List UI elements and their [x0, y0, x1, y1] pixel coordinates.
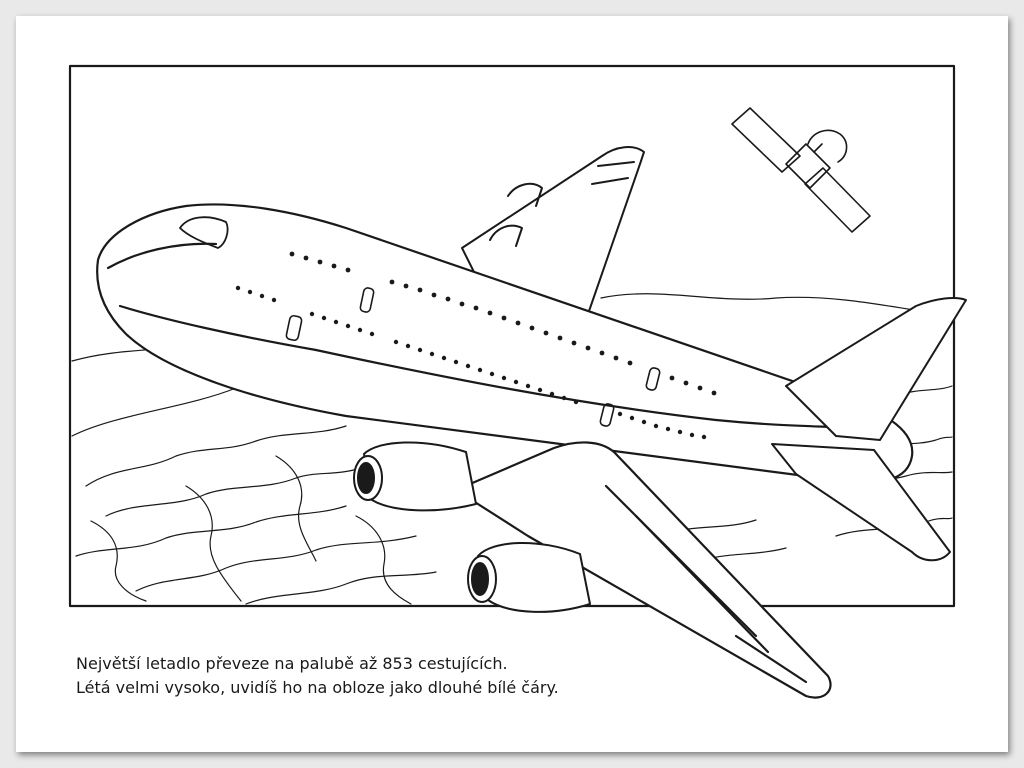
doors	[285, 287, 661, 427]
upper-wing	[461, 146, 645, 315]
windows-upper-deck	[289, 251, 717, 396]
fuselage	[96, 203, 914, 484]
lower-wing	[454, 441, 832, 699]
tail-fin	[771, 297, 967, 562]
caption-line-2: Létá velmi vysoko, uvidíš ho na obloze j…	[76, 678, 559, 697]
caption: Největší letadlo převeze na palubě až 85…	[76, 652, 559, 700]
windows-lower-deck	[235, 285, 707, 440]
coloring-page: Největší letadlo převeze na palubě až 85…	[16, 16, 1008, 752]
satellite-icon	[731, 107, 871, 233]
engines	[353, 441, 591, 613]
airplane-coloring-illustration	[68, 64, 967, 699]
caption-line-1: Největší letadlo převeze na palubě až 85…	[76, 654, 508, 673]
